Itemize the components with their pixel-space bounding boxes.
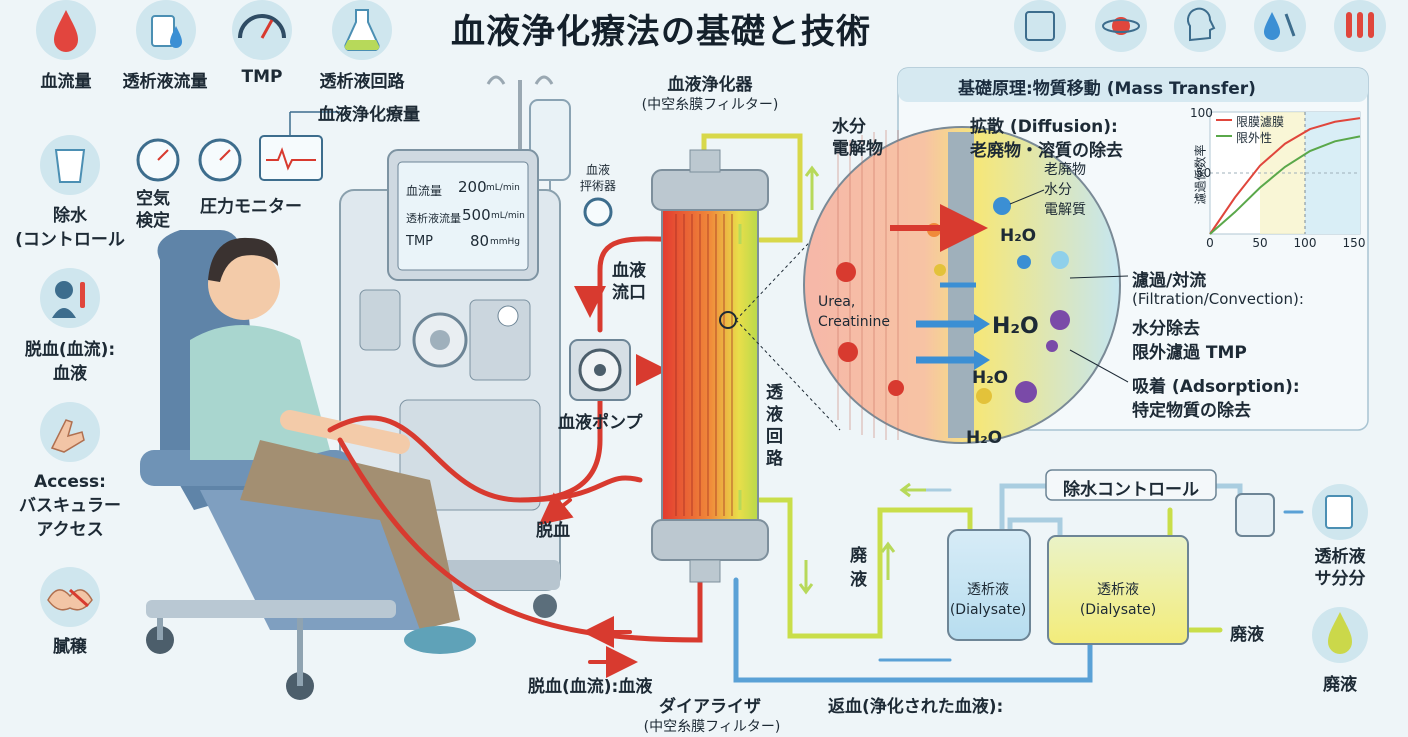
screen-row-blood-flow-unit: mL/min — [486, 183, 520, 193]
purification-volume-label: 血液浄化療量 — [318, 105, 420, 125]
pressure-monitor-label: 圧力モニター — [200, 197, 302, 217]
chart-xtick-0: 0 — [1206, 236, 1214, 250]
dialyzer-bottom-sublabel: (中空糸膜フィルター) — [643, 719, 781, 735]
filtration-en: (Filtration/Convection): — [1132, 290, 1304, 308]
waste-vertical-label: 廃 液 — [850, 546, 867, 590]
left-icon-label-hands: 膩穣 — [53, 637, 87, 657]
tank1-label: 透析液 (Dialysate) — [949, 582, 1027, 618]
screen-row-blood-flow-value: 200 — [458, 178, 487, 196]
diffusion-title: 拡散 (Diffusion): — [970, 117, 1118, 137]
h2o-label-4: H₂O — [966, 428, 1003, 448]
chart-series-line-1 — [1209, 117, 1361, 235]
patient-chair — [140, 230, 476, 700]
diffusion-desc: 老廃物・溶質の除去 — [970, 141, 1123, 161]
chart-xtick-150: 150 — [1342, 236, 1366, 250]
right-icon-label-dialysate: 透析液 サ分分 — [1314, 547, 1366, 589]
left-icon-label-uf: 除水 (コントロール — [15, 206, 125, 250]
top-icon-label-dialysate-circuit: 透析液回路 — [319, 72, 405, 92]
dialyzer-subtitle: (中空糸膜フィルター) — [641, 97, 779, 113]
chart-ytick-50: 50 — [1196, 166, 1212, 180]
filtration-title: 濾過/対流 — [1132, 271, 1207, 291]
top-icon-label-tmp: TMP — [241, 67, 283, 87]
filtration-desc2: 限外濾過 TMP — [1132, 343, 1247, 363]
panel-title: 基礎原理:物質移動 (Mass Transfer) — [958, 79, 1256, 99]
chart-legend-2: 限外性 — [1236, 131, 1273, 145]
flow-arrows — [738, 165, 926, 595]
blood-inlet-label: 血液 流口 — [612, 261, 646, 303]
top-right-icon-circles — [1014, 0, 1386, 52]
left-icon-circles — [40, 135, 100, 627]
water-electrolyte-label: 水分 電解物 — [832, 117, 883, 159]
waste-out-label: 廃液 — [1230, 625, 1264, 645]
uf-control-label: 除水コントロール — [1063, 480, 1199, 500]
screen-row-dialysate-flow-name: 透析液流量 — [406, 212, 461, 225]
screen-row-tmp-value: 80 — [470, 232, 490, 250]
h2o-label-1: H₂O — [1000, 226, 1037, 246]
dialysate-tanks — [947, 469, 1275, 645]
return-blood-label: 返血(浄化された血液): — [828, 697, 1004, 717]
mass-transfer-chart — [1209, 111, 1361, 235]
adsorption-desc: 特定物質の除去 — [1132, 401, 1251, 421]
screen-row-blood-flow-name: 血流量 — [406, 184, 443, 198]
dialyzer — [651, 149, 841, 583]
chart-xtick-50: 50 — [1252, 236, 1268, 250]
screen-row-dialysate-flow-value: 500 — [462, 206, 491, 224]
blood-pump-label: 血液ポンプ — [558, 413, 643, 433]
monitor-gauges — [136, 111, 613, 227]
chart-ytick-100: 100 — [1190, 106, 1213, 120]
tank2-label: 透析液 (Dialysate) — [1079, 582, 1157, 618]
blood-device-label: 血液 抨術器 — [579, 163, 617, 193]
screen-row-tmp-unit: mmHg — [490, 237, 521, 247]
waste-labels: 老廃物 水分 電解質 — [1044, 162, 1086, 218]
blood-removal-label: 脱血 — [536, 521, 570, 541]
blood-lines — [327, 236, 703, 678]
right-icon-circles — [1312, 484, 1368, 663]
screen-row-tmp-name: TMP — [406, 234, 433, 249]
dialyzer-title: 血液浄化器 — [667, 75, 753, 95]
urea-label: Urea, Creatinine — [818, 294, 891, 330]
top-icon-label-dialysate-flow: 透析液流量 — [122, 72, 208, 92]
dialyzer-bottom-label: ダイアライザ — [659, 697, 761, 717]
top-icon-label-blood-flow: 血流量 — [40, 72, 92, 92]
h2o-label-2: H₂O — [992, 314, 1039, 339]
dialysate-circuit-label: 透 液 回 路 — [766, 383, 783, 469]
h2o-label-3: H₂O — [972, 368, 1009, 388]
chart-xtick-100: 100 — [1293, 236, 1317, 250]
chart-legend-1: 限膜濾膜 — [1236, 115, 1285, 129]
right-icon-label-waste: 廃液 — [1323, 675, 1357, 695]
blood-pump — [569, 339, 631, 401]
chart-series-line-2 — [1209, 135, 1361, 235]
filtration-desc1: 水分除去 — [1132, 319, 1200, 339]
page-title: 血液浄化療法の基礎と技術 — [451, 12, 871, 52]
top-icon-circles — [36, 0, 392, 60]
removal-bottom-label: 脱血(血流):血液 — [528, 677, 653, 697]
left-icon-label-removal: 脱血(血流): 血液 — [24, 340, 116, 384]
air-detect-label: 空気 検定 — [136, 189, 170, 231]
left-icon-label-access: Access: バスキュラー アクセス — [19, 472, 121, 540]
screen-row-dialysate-flow-unit: mL/min — [491, 211, 525, 221]
adsorption-title: 吸着 (Adsorption): — [1132, 377, 1300, 397]
